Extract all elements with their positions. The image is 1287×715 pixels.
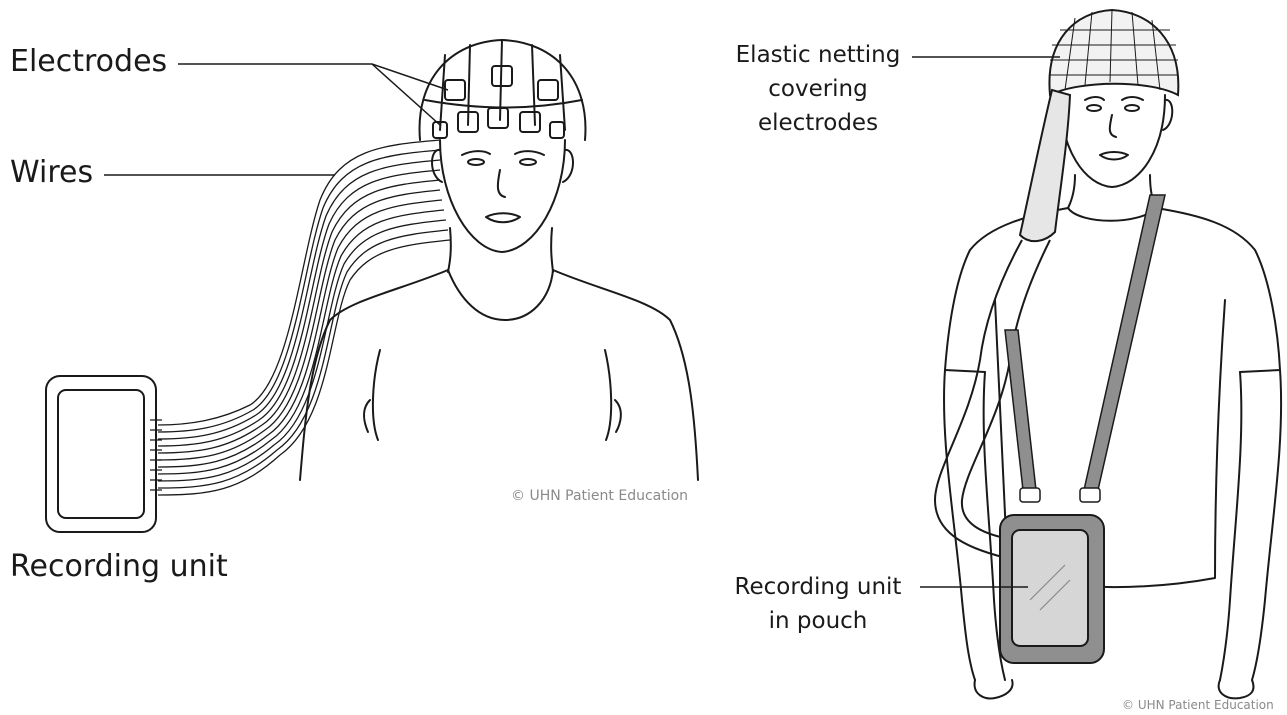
recording-unit-pouch [1000,515,1104,663]
left-credit: © UHN Patient Education [511,488,688,504]
electrodes-label: Electrodes [10,44,167,79]
electrode-pad [538,80,558,100]
netting-label-line1: Elastic netting [728,38,908,72]
recording-unit-device [46,376,162,532]
left-person [300,40,698,480]
pouch-label-line2: in pouch [728,604,908,638]
netting-label-line2: covering [728,72,908,106]
electrode-pad [488,108,508,128]
right-leader-lines [912,57,1060,587]
pouch-label-line1: Recording unit [728,570,908,604]
electrode-pad [520,112,540,132]
elastic-netting-label: Elastic netting covering electrodes [728,38,908,140]
right-credit: © UHN Patient Education [1122,698,1274,712]
recording-unit-label: Recording unit [10,549,228,584]
electrode-pad [550,122,564,138]
recording-unit-pouch-label: Recording unit in pouch [728,570,908,638]
right-face-outline [1060,95,1165,187]
wires-label: Wires [10,155,93,190]
electrodes-leader [178,64,448,90]
left-leader-lines [104,64,448,175]
netting-label-line3: electrodes [728,106,908,140]
